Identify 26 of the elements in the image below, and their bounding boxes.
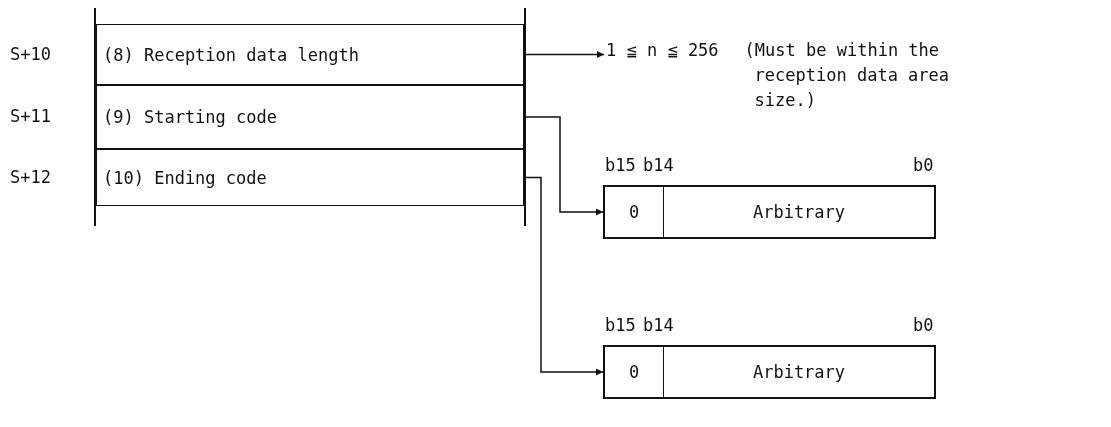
memory-row (95, 24, 525, 85)
note-text: (Must be within the reception data area size.) (744, 39, 951, 112)
field-name: Arbitrary (751, 361, 847, 384)
bit-value: 0 (605, 347, 664, 397)
bit-label: b15 (605, 315, 636, 335)
bit-label: b0 (913, 315, 934, 335)
field-name: Arbitrary (751, 201, 847, 224)
field-name: (8) Reception data length (103, 44, 359, 65)
arrow (524, 176, 604, 376)
bit-label: b15 (605, 155, 636, 175)
arrow (524, 51, 605, 58)
field-name: (9) Starting code (103, 107, 277, 127)
address-label: S+12 (10, 166, 51, 187)
bit-label: b0 (913, 155, 934, 175)
memory-row (95, 149, 525, 206)
arrow (524, 116, 604, 216)
range-text: 1 ≦ n ≦ 256 (606, 40, 719, 60)
memory-row (95, 85, 525, 149)
address-label: S+10 (10, 43, 51, 64)
bit-label: b14 (643, 315, 674, 335)
register-box (603, 185, 936, 239)
field-name: (10) Ending code (103, 167, 267, 188)
bit-label: b14 (643, 155, 674, 175)
address-label: S+11 (10, 106, 51, 126)
register-box (603, 345, 936, 399)
bit-value: 0 (605, 187, 664, 237)
